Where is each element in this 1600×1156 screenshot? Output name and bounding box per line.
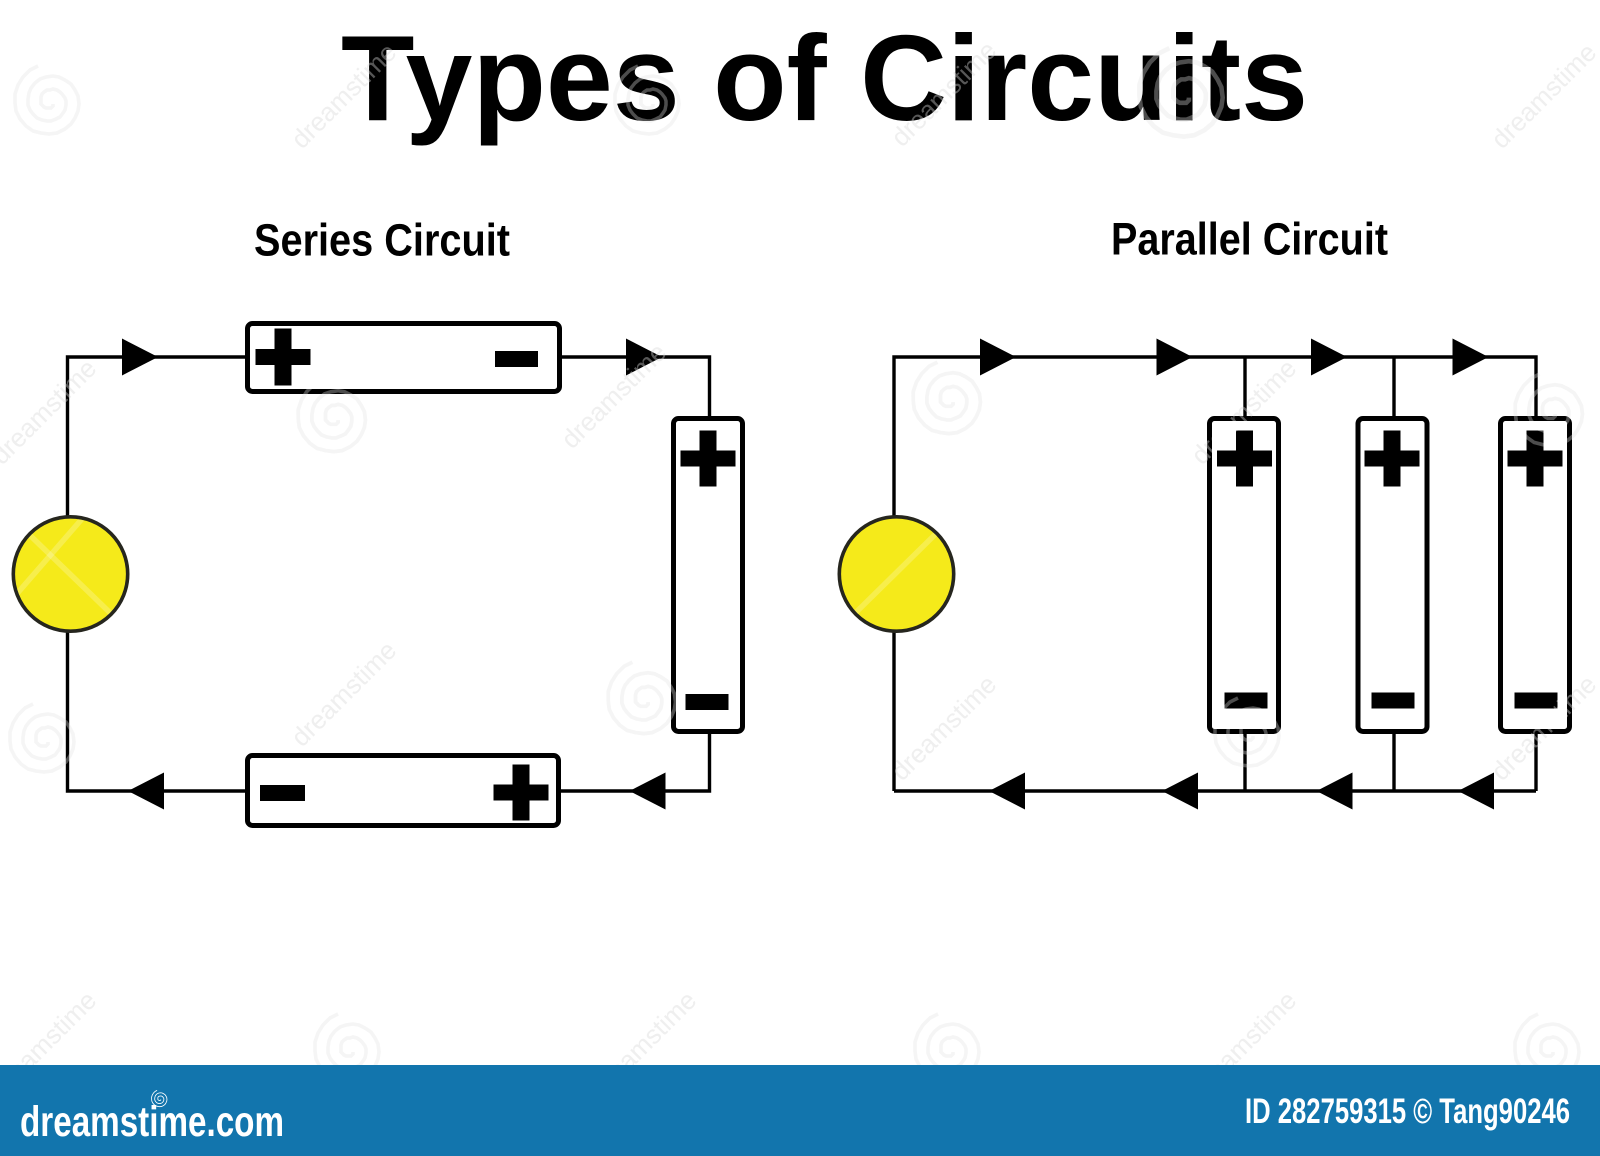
svg-text:dreamstime: dreamstime bbox=[285, 635, 402, 752]
svg-text:dreamstime: dreamstime bbox=[0, 353, 102, 470]
svg-text:dreamstime.com: dreamstime.com bbox=[20, 1098, 284, 1146]
svg-text:Series Circuit: Series Circuit bbox=[254, 215, 510, 266]
svg-text:dreamstime: dreamstime bbox=[555, 337, 672, 454]
svg-text:Parallel Circuit: Parallel Circuit bbox=[1111, 214, 1388, 265]
svg-text:ID 282759315 © Tang90246: ID 282759315 © Tang90246 bbox=[1245, 1092, 1570, 1131]
svg-text:dreamstime: dreamstime bbox=[1485, 37, 1600, 154]
svg-text:dreamstime: dreamstime bbox=[885, 669, 1002, 786]
svg-text:Types of Circuits: Types of Circuits bbox=[341, 10, 1308, 146]
